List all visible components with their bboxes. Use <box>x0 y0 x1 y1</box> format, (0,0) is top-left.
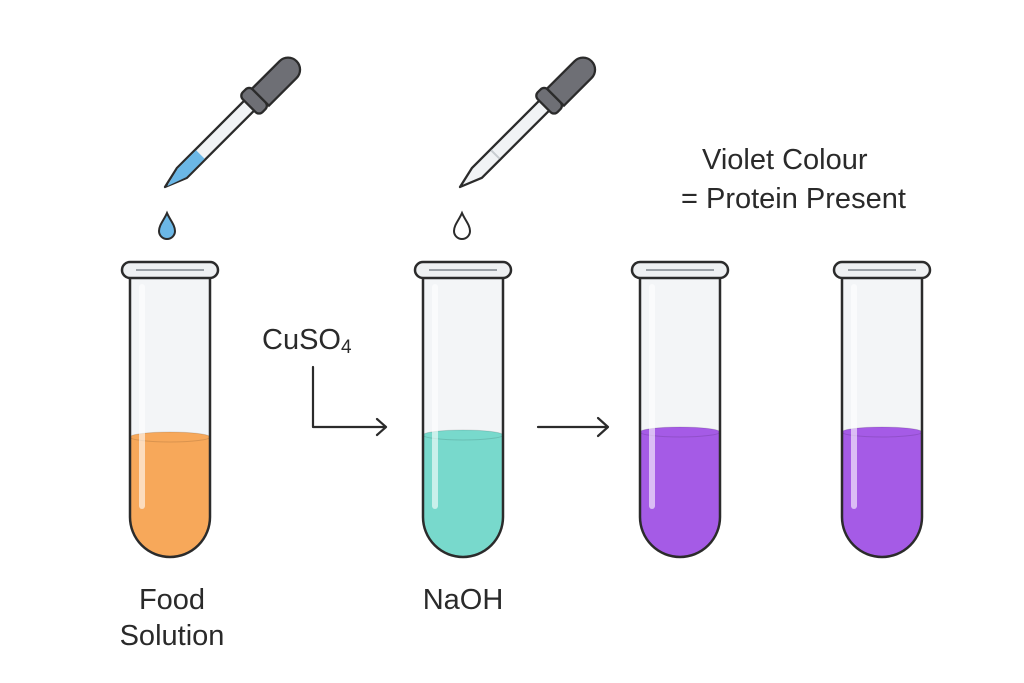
naoh-dropper <box>458 56 597 189</box>
naoh-label: NaOH <box>422 584 504 616</box>
drop-icon <box>157 210 177 240</box>
liquid <box>640 432 720 557</box>
violet-tube-2 <box>832 260 932 559</box>
liquid <box>842 432 922 557</box>
result-label-line2: = Protein Present <box>681 183 906 215</box>
dropper-bulb <box>545 56 597 108</box>
food-label-line1: Food <box>138 584 206 616</box>
drop-icon <box>452 210 472 240</box>
reaction-arrow <box>536 416 610 438</box>
dropper-bulb <box>250 56 302 108</box>
food-label-line2: Solution <box>119 620 225 652</box>
cuso4-arrow <box>311 365 388 437</box>
cuso4-label-main: CuSO <box>262 324 341 356</box>
cuso4-label: CuSO4 <box>262 322 352 366</box>
cuso4-label-subscript: 4 <box>340 337 352 358</box>
violet-tube-1 <box>630 260 730 559</box>
result-label-line1: Violet Colour <box>702 144 868 176</box>
food-solution-tube <box>120 260 220 559</box>
liquid <box>130 437 210 557</box>
naoh-tube <box>413 260 513 559</box>
food-solution-label: Food Solution <box>110 582 234 654</box>
cuso4-dropper <box>163 56 302 189</box>
liquid <box>423 435 503 557</box>
